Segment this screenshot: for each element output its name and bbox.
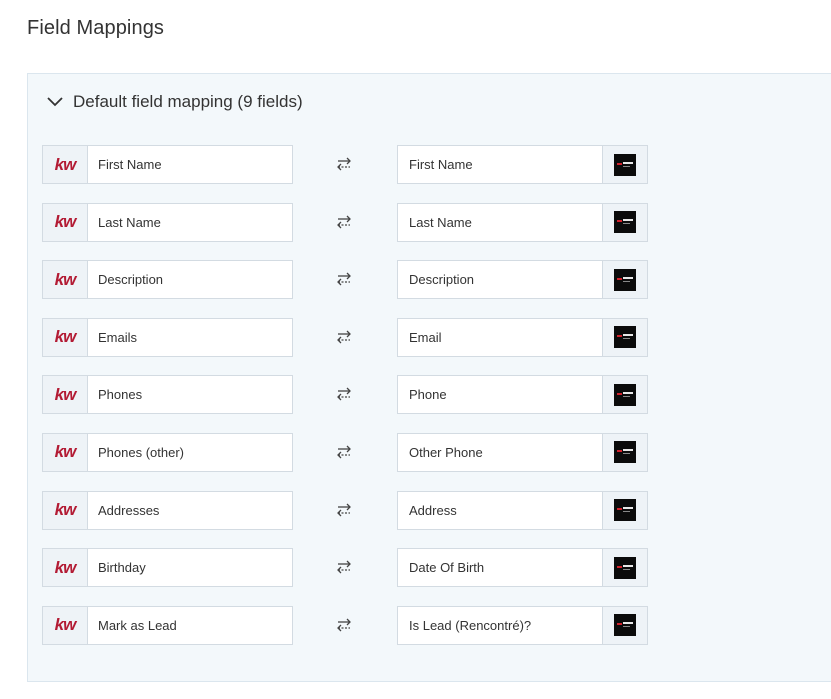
brand-logo-icon [614,326,636,349]
source-logo: kw [43,203,88,241]
kw-logo-icon: kw [54,442,77,462]
mapping-row: kw Mark as Lead Is Lead (Rencontré)? [42,605,648,645]
target-logo [602,318,647,356]
target-field[interactable]: Phone [397,375,648,415]
target-logo [602,376,647,414]
source-field[interactable]: kw Emails [42,317,293,357]
mapping-row: kw Phones (other) Other Phone [42,432,648,472]
brand-logo-icon [614,268,636,291]
target-logo [602,606,647,644]
target-field[interactable]: Description [397,260,648,300]
mapping-row: kw Phones Phone [42,375,648,415]
kw-logo-icon: kw [54,212,77,232]
source-field[interactable]: kw Description [42,260,293,300]
target-logo [602,433,647,471]
brand-logo-icon [614,153,636,176]
target-field-label: Address [409,502,457,518]
source-logo: kw [43,606,88,644]
mapping-list: kw First Name First Name kw Last Name [42,145,648,663]
swap-arrows-icon[interactable] [334,616,354,634]
swap-arrows-icon[interactable] [334,270,354,288]
swap-arrows-icon[interactable] [334,213,354,231]
swap-arrows-icon[interactable] [334,328,354,346]
source-field-label: Phones (other) [98,444,184,460]
target-field-label: Email [409,329,442,345]
target-field-label: Phone [409,387,447,403]
target-field-label: Is Lead (Rencontré)? [409,617,532,633]
swap-arrows-icon[interactable] [334,501,354,519]
brand-logo-icon [614,441,636,464]
target-field[interactable]: Date Of Birth [397,548,648,588]
source-field-label: Last Name [98,214,161,230]
target-field[interactable]: Email [397,317,648,357]
swap-arrows-icon[interactable] [334,558,354,576]
source-field[interactable]: kw Phones (other) [42,432,293,472]
source-field-label: First Name [98,157,162,172]
source-field[interactable]: kw First Name [42,145,293,184]
target-field-label: Last Name [409,214,472,230]
source-field[interactable]: kw Last Name [42,202,293,242]
target-logo [602,203,647,241]
field-mapping-panel: Default field mapping (9 fields) kw Firs… [27,73,831,682]
source-logo: kw [43,376,88,414]
source-field-label: Description [98,272,164,288]
kw-logo-icon: kw [54,384,77,404]
brand-logo-icon [614,211,636,234]
target-field-label: Other Phone [409,444,483,460]
mapping-row: kw First Name First Name [42,145,648,184]
kw-logo-icon: kw [54,615,77,635]
mapping-row: kw Birthday Date Of Birth [42,548,648,588]
chevron-down-icon[interactable] [46,96,64,108]
kw-logo-icon: kw [54,557,77,577]
mapping-row: kw Last Name Last Name [42,202,648,242]
kw-logo-icon: kw [54,327,77,347]
source-field[interactable]: kw Birthday [42,548,293,588]
source-logo: kw [43,491,88,529]
source-field-label: Phones [98,387,143,403]
swap-arrows-icon[interactable] [334,443,354,461]
source-field-label: Emails [98,329,138,345]
target-field[interactable]: Is Lead (Rencontré)? [397,605,648,645]
source-field-label: Mark as Lead [98,617,177,633]
section-title: Default field mapping (9 fields) [73,92,303,111]
target-logo [602,146,647,183]
brand-logo-icon [614,499,636,522]
source-logo: kw [43,318,88,356]
mapping-row: kw Emails Email [42,317,648,357]
target-field-label: Date Of Birth [409,560,485,576]
source-logo: kw [43,433,88,471]
source-field[interactable]: kw Phones [42,375,293,415]
target-logo [602,549,647,587]
target-field[interactable]: Last Name [397,202,648,242]
kw-logo-icon: kw [54,269,77,289]
brand-logo-icon [614,383,636,406]
kw-logo-icon: kw [54,154,77,174]
target-field[interactable]: Address [397,490,648,530]
source-field[interactable]: kw Addresses [42,490,293,530]
target-logo [602,491,647,529]
target-field-label: First Name [409,157,473,172]
brand-logo-icon [614,614,636,637]
brand-logo-icon [614,556,636,579]
mapping-row: kw Description Description [42,260,648,300]
source-field-label: Addresses [98,502,160,518]
page-title: Field Mappings [27,17,165,39]
target-field[interactable]: First Name [397,145,648,184]
target-logo [602,261,647,299]
target-field-label: Description [409,272,475,288]
source-logo: kw [43,146,88,183]
kw-logo-icon: kw [54,500,77,520]
source-field-label: Birthday [98,560,146,576]
source-field[interactable]: kw Mark as Lead [42,605,293,645]
mapping-row: kw Addresses Address [42,490,648,530]
section-toggle[interactable]: Default field mapping (9 fields) [46,91,303,113]
swap-arrows-icon[interactable] [334,385,354,403]
swap-arrows-icon[interactable] [334,155,354,173]
source-logo: kw [43,261,88,299]
source-logo: kw [43,549,88,587]
target-field[interactable]: Other Phone [397,432,648,472]
